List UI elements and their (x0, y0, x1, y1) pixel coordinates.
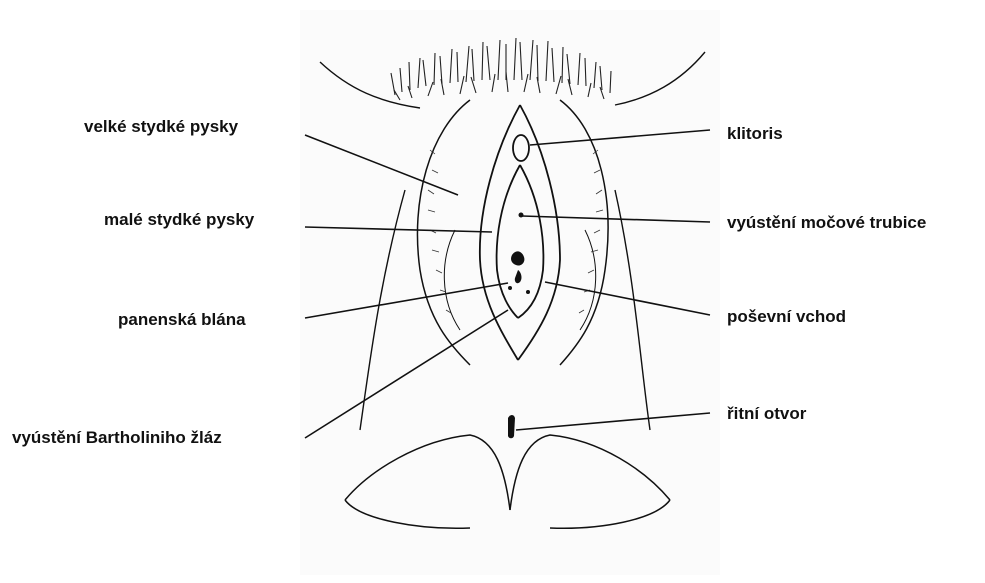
label-clitoris: klitoris (727, 124, 783, 144)
label-hymen: panenská blána (118, 310, 246, 330)
label-urethra: vyústění močové trubice (727, 213, 926, 233)
drawing-panel (300, 10, 720, 575)
anus-shape (508, 415, 515, 438)
label-labia-majora: velké stydké pysky (84, 117, 238, 137)
label-bartholin: vyústění Bartholiniho žláz (12, 428, 222, 448)
label-vaginal-opening: poševní vchod (727, 307, 846, 327)
label-anus: řitní otvor (727, 404, 806, 424)
label-labia-minora: malé stydké pysky (104, 210, 254, 230)
